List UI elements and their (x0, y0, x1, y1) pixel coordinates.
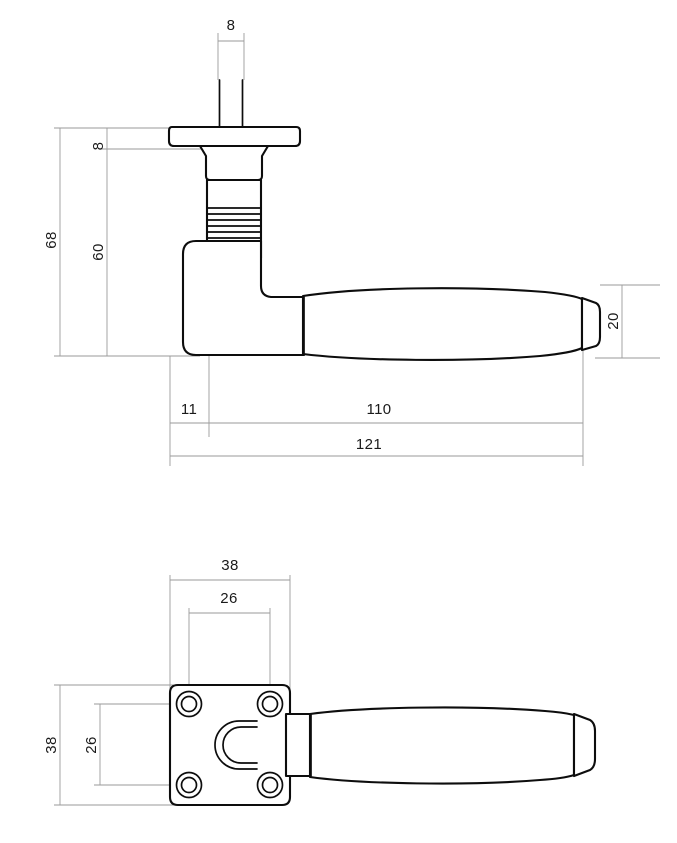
neck-boss-outer-arc (214, 720, 258, 770)
label-neck-offset: 11 (181, 401, 197, 418)
plan-view-group: 38 26 38 26 (43, 557, 597, 807)
rosette-plate-outline (168, 683, 292, 807)
neck-collar-profile (198, 144, 270, 182)
label-lever-thickness: 20 (605, 312, 622, 330)
label-neck-height: 60 (90, 243, 107, 261)
label-plate-width-top: 38 (221, 557, 239, 574)
lever-grip-profile (301, 287, 584, 361)
label-lever-length: 110 (366, 401, 391, 418)
rosette-plate-side (167, 125, 302, 148)
lever-shank-plan (284, 712, 313, 778)
spindle-geometry (218, 79, 244, 131)
neck-barrel-side (205, 178, 263, 260)
lever-plan (284, 706, 597, 785)
neck-boss-inner-arc (222, 726, 258, 764)
screw-hole-br-outer (256, 771, 284, 799)
screw-hole-tl-inner (180, 695, 198, 713)
lever-grip-plan (308, 706, 576, 785)
label-spindle-width: 8 (227, 17, 236, 34)
lever-body-side (181, 239, 602, 361)
label-hole-pitch-top: 26 (220, 590, 238, 607)
lever-end-cap-profile (580, 296, 602, 352)
label-total-height: 68 (43, 231, 60, 249)
lever-elbow-profile (181, 239, 306, 357)
side-view-dimension-lines (54, 33, 660, 466)
screw-hole-bl-inner (180, 776, 198, 794)
label-total-length: 121 (356, 436, 382, 453)
neck-collar-side (198, 144, 270, 182)
plan-view-dimension-lines (54, 575, 291, 806)
screw-hole-bl-outer (175, 771, 203, 799)
screw-hole-tr-outer (256, 690, 284, 718)
screw-hole-tr-inner (261, 695, 279, 713)
screw-hole-br-inner (261, 776, 279, 794)
label-hole-pitch-left: 26 (83, 736, 100, 754)
rosette-plate-plan (168, 683, 292, 807)
rosette-plate-profile (167, 125, 302, 148)
side-view-labels: 8 8 60 68 20 11 110 121 (43, 17, 622, 453)
label-rosette-thickness: 8 (90, 142, 107, 151)
neck-boss-plan (214, 720, 258, 770)
screw-hole-tl-outer (175, 690, 203, 718)
plan-view-labels: 38 26 38 26 (43, 557, 239, 754)
lever-end-cap-plan (572, 712, 597, 778)
label-plate-height-left: 38 (43, 736, 60, 754)
side-view-group: 8 8 60 68 20 11 110 121 (43, 17, 660, 466)
